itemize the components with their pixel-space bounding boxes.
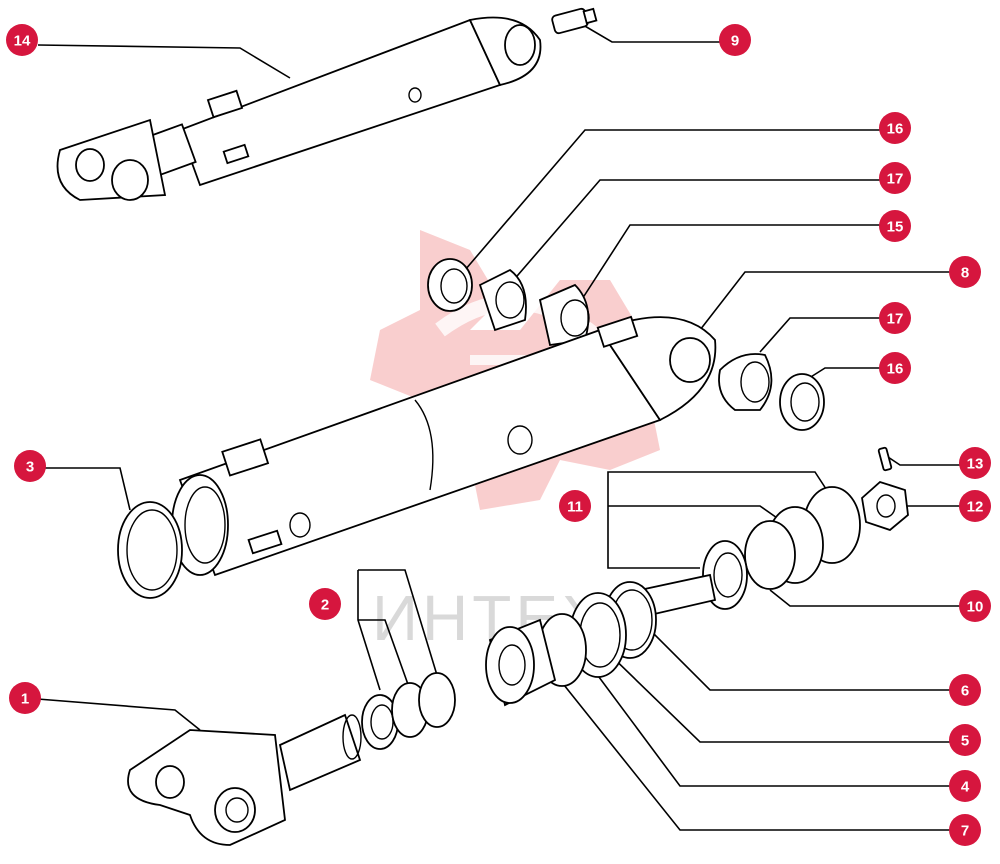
callout-badge-circle xyxy=(959,490,991,522)
callout-number: 1 xyxy=(21,691,29,708)
callout-number: 5 xyxy=(961,733,969,750)
callout-number: 14 xyxy=(14,33,31,50)
callout-piston: 10 xyxy=(959,590,991,622)
callout-badge-circle xyxy=(719,24,751,56)
right-bushings-drawing xyxy=(718,353,825,431)
callout-badge-circle xyxy=(959,447,991,479)
callout-number: 9 xyxy=(731,33,739,50)
callout-badge-circle xyxy=(879,352,911,384)
rod-seals-drawing xyxy=(361,672,456,750)
callout-grease-nipple: 9 xyxy=(719,24,751,56)
callout-badge-circle xyxy=(879,162,911,194)
leader-lines xyxy=(24,21,975,831)
callout-piston-seals: 11 xyxy=(559,490,591,522)
callout-number: 16 xyxy=(887,121,904,138)
callout-sleeve: 15 xyxy=(879,210,911,242)
callout-number: 4 xyxy=(961,779,970,796)
callout-cylinder-barrel: 8 xyxy=(949,256,981,288)
upper-bushings-drawing xyxy=(427,258,590,347)
callout-badge-circle xyxy=(949,814,981,846)
cylinder-barrel-drawing xyxy=(171,315,717,577)
callout-badge-circle xyxy=(879,112,911,144)
callout-seal-ring-right: 16 xyxy=(879,352,911,384)
callout-badge-circle xyxy=(559,490,591,522)
callout-badge-circle xyxy=(949,770,981,802)
callout-o-ring: 4 xyxy=(949,770,981,802)
callout-badge-circle xyxy=(14,450,46,482)
callout-cylinder-assembly: 14 xyxy=(6,24,38,56)
callout-badge-circle xyxy=(879,210,911,242)
callout-number: 8 xyxy=(961,265,969,282)
grease-nipple-drawing xyxy=(551,7,598,35)
callout-number: 17 xyxy=(887,311,904,328)
callout-badge-circle xyxy=(309,588,341,620)
callout-bushing-right: 17 xyxy=(879,302,911,334)
callout-number: 6 xyxy=(961,683,969,700)
callout-number: 13 xyxy=(967,456,984,473)
callout-pin: 13 xyxy=(959,447,991,479)
o-ring-large-drawing xyxy=(117,501,183,599)
callout-number: 11 xyxy=(567,499,583,516)
callout-rod-seals: 2 xyxy=(309,588,341,620)
callout-bushing-upper: 17 xyxy=(879,162,911,194)
callout-o-ring-large: 3 xyxy=(14,450,46,482)
callout-number: 3 xyxy=(26,459,34,476)
callout-seal-ring-upper: 16 xyxy=(879,112,911,144)
callout-badge-circle xyxy=(949,256,981,288)
callout-number: 15 xyxy=(887,219,904,236)
callout-number: 17 xyxy=(887,171,904,188)
callout-rod-with-eye: 1 xyxy=(9,682,41,714)
rod-with-eye-drawing xyxy=(127,713,362,846)
callout-badge-circle xyxy=(949,724,981,756)
callout-badge-circle xyxy=(6,24,38,56)
callout-number: 12 xyxy=(967,499,984,516)
callout-nut: 12 xyxy=(959,490,991,522)
callout-backup-ring: 5 xyxy=(949,724,981,756)
cylinder-assembly-drawing xyxy=(56,16,542,201)
callout-badge-circle xyxy=(959,590,991,622)
head-rings-drawing xyxy=(485,581,657,707)
pin-nut-drawing xyxy=(861,446,909,532)
callout-cylinder-head: 7 xyxy=(949,814,981,846)
callout-badge-circle xyxy=(949,674,981,706)
callout-number: 2 xyxy=(321,597,329,614)
callout-badge-circle xyxy=(9,682,41,714)
callout-number: 7 xyxy=(961,823,969,840)
callout-number: 16 xyxy=(887,361,904,378)
callout-ring: 6 xyxy=(949,674,981,706)
callout-number: 10 xyxy=(967,599,984,616)
callout-badge-circle xyxy=(879,302,911,334)
